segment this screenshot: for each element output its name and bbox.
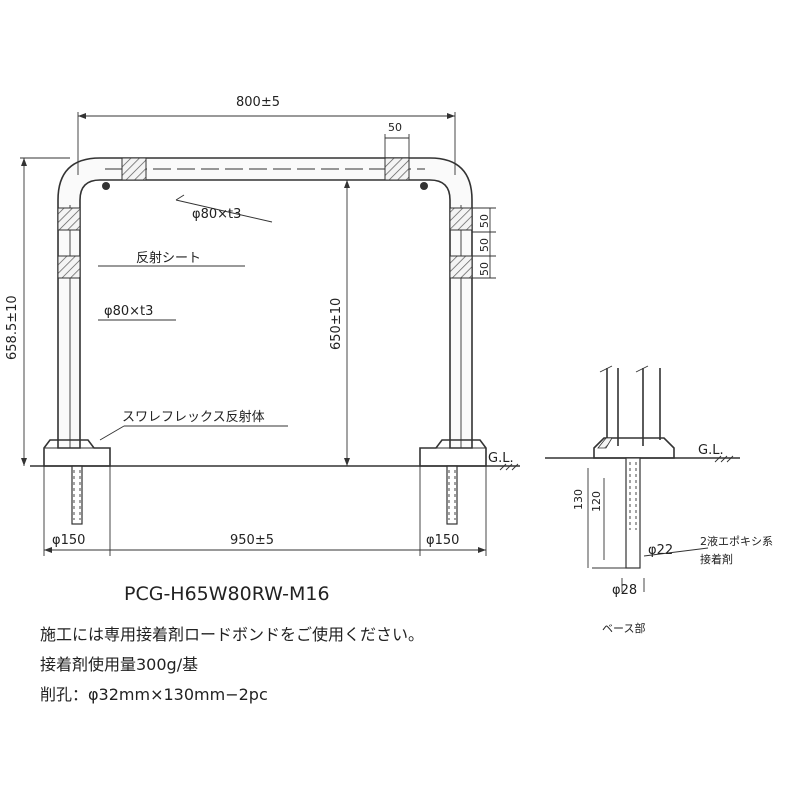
dim-658: 658.5±10 [5,295,20,360]
dim-width-top [77,112,456,175]
detail-130: 130 [572,489,585,510]
dim-base-right: φ150 [426,533,459,548]
dim-band-spacing [472,207,496,279]
epoxy-label-1: 2液エポキシ系 [700,534,773,548]
detail-120: 120 [590,491,603,512]
gl-label-detail: G.L. [698,443,724,458]
detail-d28: φ28 [612,583,637,598]
dim-950: 950±5 [230,533,274,548]
installation-notes: 施工には専用接着剤ロードボンドをご使用ください。 接着剤使用量300g/基 削孔… [40,620,600,710]
base-plate-left [43,439,111,525]
dim-width-bottom [43,466,487,556]
base-plate-right [419,439,487,525]
detail-d22: φ22 [648,543,673,558]
dim-height-left [20,157,70,466]
pipe-spec-top-label: φ80×t3 [192,207,241,222]
dim-50-top: 50 [388,121,402,134]
gl-label-main: G.L. [488,451,514,466]
guard-pipe-frame [57,157,473,449]
reflective-bands [57,157,473,279]
reflective-sheet-label: 反射シート [136,250,201,266]
note-drill-hole: 削孔：φ32mm×130mm−2pc [40,685,268,704]
base-caption: ベース部 [602,621,645,635]
dim-50-c: 50 [478,262,491,276]
pipe-spec-left-label: φ80×t3 [104,304,153,319]
dim-band-width [384,134,410,158]
base-detail [545,365,740,592]
dim-800: 800±5 [236,95,280,110]
dim-650: 650±10 [329,298,344,350]
model-number: PCG-H65W80RW-M16 [124,583,330,605]
note-adhesive-amount: 接着剤使用量300g/基 [40,655,199,674]
note-adhesive-usage: 施工には専用接着剤ロードボンドをご使用ください。 [40,625,425,644]
dim-50-a: 50 [478,214,491,228]
dim-height-center [344,180,350,466]
swareflex-label: スワレフレックス反射体 [122,409,265,425]
dim-base-left: φ150 [52,533,85,548]
dim-50-b: 50 [478,238,491,252]
epoxy-label-2: 接着剤 [700,552,733,566]
